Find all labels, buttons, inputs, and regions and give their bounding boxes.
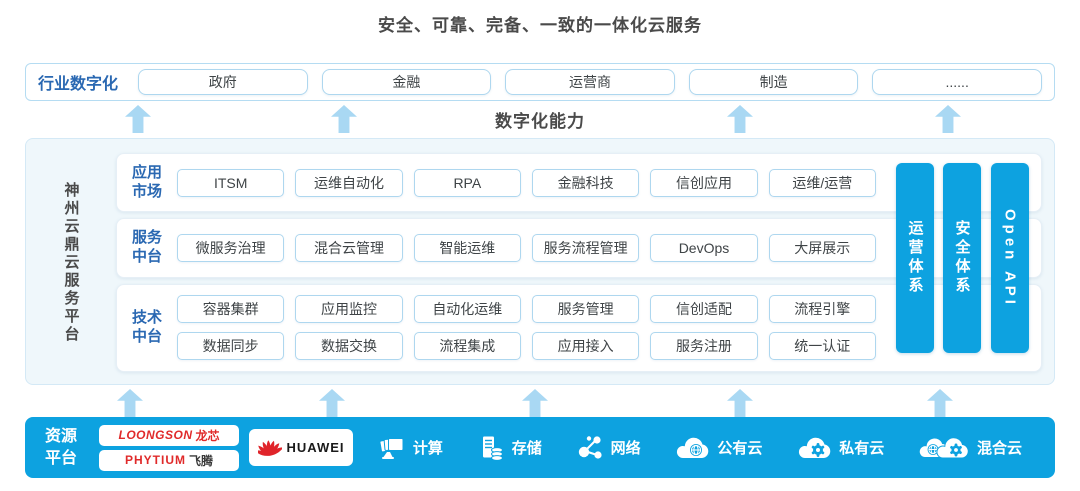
huawei-logo: HUAWEI [249,429,353,466]
up-arrow-icon [727,105,753,133]
resource-arrow-band [25,385,1055,417]
cloud-platform-panel: 神州云鼎云服务平台 应用市场 ITSM 运维自动化 RPA 金融科技 信创应用 … [25,138,1055,385]
up-arrow-icon [727,389,753,417]
up-arrow-icon [331,105,357,133]
app-item-rpa: RPA [413,168,521,197]
app-item-ops-operation: 运维/运营 [768,168,876,197]
tech-item-data-exchange: 数据交换 [295,332,403,361]
network-icon [578,435,602,459]
app-item-itsm: ITSM [177,168,285,197]
row-tech-platform-label: 技术中台 [131,309,162,345]
vertical-bar-operations-system: 运营体系 [896,163,934,353]
vertical-bar-open-api: Open API [991,163,1029,353]
app-item-fintech: 金融科技 [531,168,640,197]
up-arrow-icon [522,389,548,417]
industry-item-more: ...... [872,69,1042,95]
industry-items: 政府 金融 运营商 制造 ...... [138,69,1042,95]
up-arrow-icon [125,105,151,133]
up-arrow-icon [927,389,953,417]
platform-rows: 应用市场 ITSM 运维自动化 RPA 金融科技 信创应用 运维/运营 服务中台 [116,153,1042,372]
industry-item-operator: 运营商 [505,69,675,95]
up-arrow-icon [935,105,961,133]
phytium-logo: PHYTIUM 飞腾 [99,449,239,471]
page-title: 安全、可靠、完备、一致的一体化云服务 [378,16,702,35]
svc-item-devops: DevOps [650,234,758,263]
industry-item-finance: 金融 [321,69,492,95]
row-service-platform-label: 服务中台 [131,229,162,266]
resource-compute: 计算 [378,434,443,462]
resource-hybrid-cloud: 混合云 [918,435,1022,461]
digital-capability-band: 数字化能力 [25,101,1055,138]
svc-item-service-process-mgmt: 服务流程管理 [531,234,640,263]
row-service-platform: 服务中台 微服务治理 混合云管理 智能运维 服务流程管理 DevOps 大屏展示 [116,218,1042,278]
loongson-logo: LOONGSON 龙芯 [99,424,239,446]
industry-item-government: 政府 [138,69,308,95]
tech-item-service-registry: 服务注册 [650,332,758,361]
tech-item-auto-ops: 自动化运维 [413,295,521,324]
app-item-xinchuang-app: 信创应用 [650,168,758,197]
resource-network: 网络 [576,434,641,462]
app-item-ops-automation: 运维自动化 [295,168,403,197]
tech-item-app-access: 应用接入 [531,332,640,361]
tech-item-process-integration: 流程集成 [413,332,521,361]
resource-items: 计算 存储 [361,434,1039,462]
tech-item-app-monitoring: 应用监控 [295,295,403,324]
industry-row-label: 行业数字化 [38,76,119,93]
row-app-market: 应用市场 ITSM 运维自动化 RPA 金融科技 信创应用 运维/运营 [116,153,1042,213]
platform-side-label: 神州云鼎云服务平台 [62,181,80,344]
digital-capability-label: 数字化能力 [495,112,585,131]
tech-item-unified-auth: 统一认证 [768,332,876,361]
svc-item-big-screen: 大屏展示 [768,234,876,263]
resource-public-cloud: 公有云 [674,435,762,461]
vertical-bar-security-system: 安全体系 [943,163,981,353]
up-arrow-icon [319,389,345,417]
tech-item-xinchuang-adapt: 信创适配 [650,295,758,324]
row-tech-platform: 技术中台 容器集群 应用监控 自动化运维 服务管理 信创适配 流程引擎 数据同步… [116,283,1042,372]
tech-item-process-engine: 流程引擎 [768,295,876,324]
up-arrow-icon [117,389,143,417]
tech-item-container-cluster: 容器集群 [177,295,285,324]
row-app-market-label: 应用市场 [131,163,162,200]
hybrid-cloud-icon [919,436,969,459]
compute-icon [379,437,404,459]
industry-digitalization-row: 行业数字化 政府 金融 运营商 制造 ...... [25,63,1055,101]
huawei-flower-icon [257,439,282,456]
tech-item-service-mgmt: 服务管理 [531,295,640,324]
public-cloud-icon [677,437,709,458]
resource-platform-label: 资源平台 [45,427,78,467]
resource-platform-bar: 资源平台 LOONGSON 龙芯 PHYTIUM 飞腾 [25,417,1055,478]
chip-vendor-pills: LOONGSON 龙芯 PHYTIUM 飞腾 [99,424,239,471]
private-cloud-icon [799,437,831,458]
svc-item-hybrid-cloud-mgmt: 混合云管理 [295,234,403,263]
resource-private-cloud: 私有云 [796,435,884,461]
storage-icon [482,436,503,461]
svc-item-aiops: 智能运维 [413,234,521,263]
resource-storage: 存储 [477,434,542,462]
industry-item-manufacturing: 制造 [688,69,859,95]
tech-item-data-sync: 数据同步 [177,332,285,361]
svc-item-microservice-governance: 微服务治理 [177,234,285,263]
